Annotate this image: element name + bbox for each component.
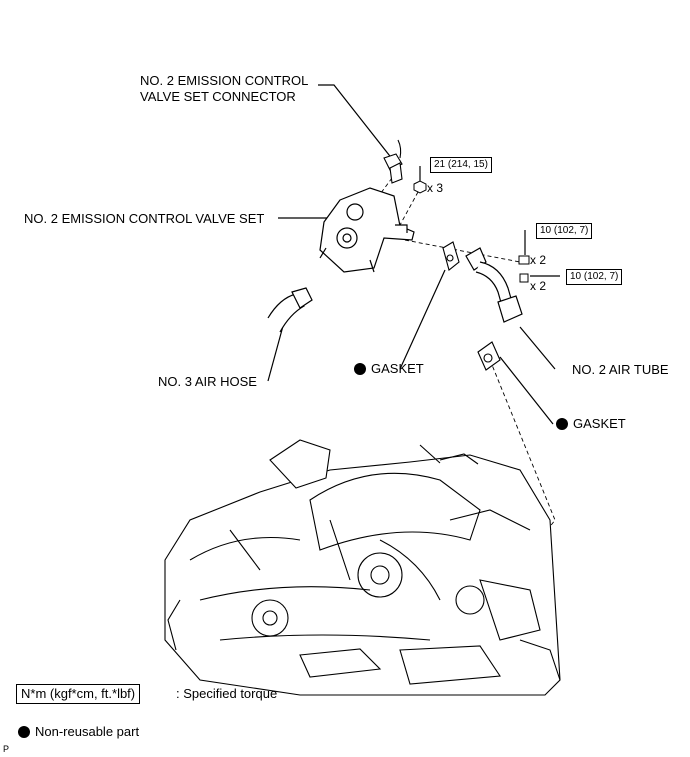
air-tube-label: NO. 2 AIR TUBE <box>572 362 669 377</box>
valve-set-part <box>319 187 415 273</box>
connector-part <box>383 139 403 184</box>
nut-part <box>413 180 427 194</box>
qty-bolt-b: x 2 <box>530 279 547 293</box>
connector-label-line1: NO. 2 EMISSION CONTROL <box>140 73 309 88</box>
gasket-right-leader <box>499 356 554 425</box>
gasket-left-leader <box>399 269 446 370</box>
bolt-parts <box>518 255 530 283</box>
gasket-left-part <box>442 241 460 271</box>
air-hose-label: NO. 3 AIR HOSE <box>158 374 257 389</box>
connector-label-line2: VALVE SET CONNECTOR <box>140 89 296 104</box>
gasket-right-label: GASKET <box>573 416 626 431</box>
gasket-left-nonreusable-mark <box>354 363 366 375</box>
connector-leader <box>318 84 394 161</box>
engine-block <box>164 439 561 696</box>
valve-set-label: NO. 2 EMISSION CONTROL VALVE SET <box>24 211 265 226</box>
torque-nut-box: 21 (214, 15) <box>430 157 492 173</box>
legend-nonreusable-mark <box>18 726 30 738</box>
qty-bolt-a: x 2 <box>530 253 547 267</box>
torque-bolt-a-box: 10 (102, 7) <box>536 223 593 239</box>
gasket-right-part <box>477 341 501 371</box>
gasket-left-label: GASKET <box>371 361 424 376</box>
legend-torque-text: : Specified torque <box>176 686 278 701</box>
qty-nut: x 3 <box>427 181 444 195</box>
air-tube-part <box>465 247 523 323</box>
legend-torque-box: N*m (kgf*cm, ft.*lbf) <box>16 684 141 704</box>
flange-dash <box>404 239 521 263</box>
gasket-right-nonreusable-mark <box>556 418 568 430</box>
corner-mark: P <box>3 744 10 754</box>
air-hose-part <box>267 287 313 333</box>
nut-dash <box>399 191 419 226</box>
legend-nonreusable-text: Non-reusable part <box>35 724 140 739</box>
air-tube-leader <box>519 326 556 370</box>
torque-bolt-b-box: 10 (102, 7) <box>566 269 623 285</box>
